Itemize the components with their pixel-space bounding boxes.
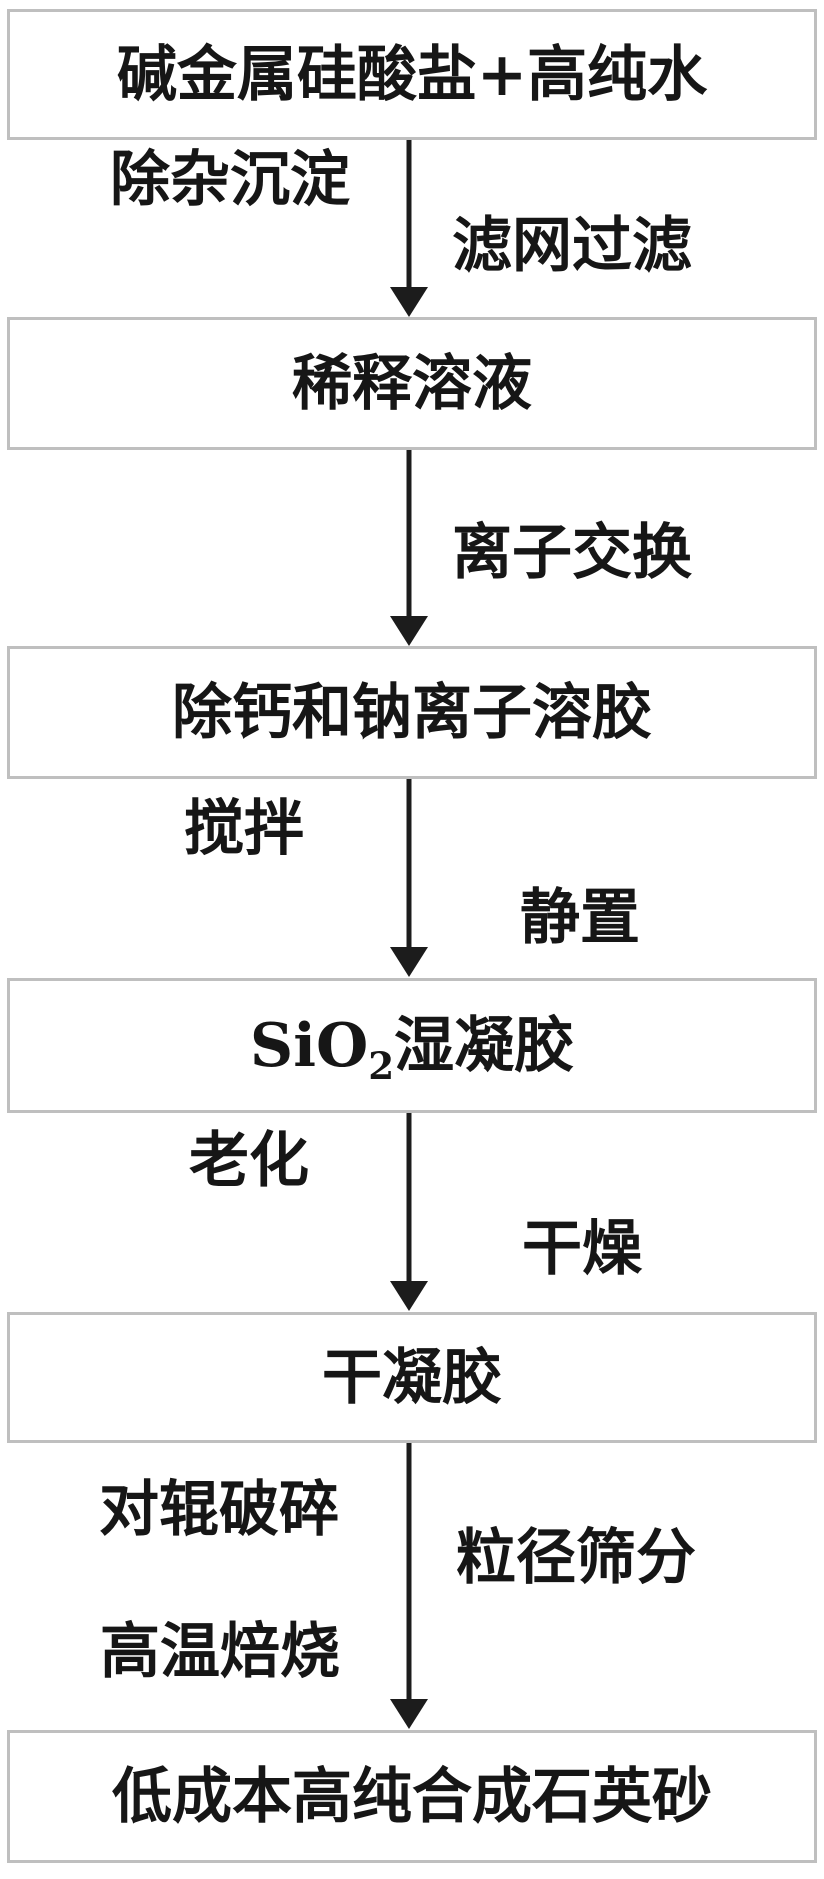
arrow-shaft	[406, 140, 412, 291]
down-arrow-icon	[390, 1113, 428, 1311]
arrowhead-icon	[390, 1281, 428, 1311]
step-label-stirring: 搅拌	[184, 794, 304, 864]
arrowhead-icon	[390, 287, 428, 317]
step-label-standing: 静置	[520, 883, 640, 953]
subscript: 2	[368, 1043, 395, 1088]
step-label-impurity-removal-precipitation: 除杂沉淀	[110, 145, 350, 215]
flow-box-label: SiO2湿凝胶	[249, 1010, 575, 1088]
flow-box-label: 除钙和钠离子溶胶	[172, 677, 652, 748]
arrow-shaft	[406, 450, 412, 620]
flow-box-decalcified-sol: 除钙和钠离子溶胶	[7, 646, 817, 779]
step-label-particle-size-sieving: 粒径筛分	[456, 1523, 696, 1593]
flow-box-label: 低成本高纯合成石英砂	[112, 1761, 712, 1832]
arrowhead-icon	[390, 947, 428, 977]
flow-box-synthetic-quartz-sand: 低成本高纯合成石英砂	[7, 1730, 817, 1863]
flow-box-label: 干凝胶	[322, 1342, 502, 1413]
flow-box-alkali-metal-silicate: 碱金属硅酸盐+高纯水	[7, 9, 817, 140]
flow-box-label: 稀释溶液	[292, 348, 532, 419]
step-label-drying: 干燥	[522, 1214, 642, 1284]
flow-box-sio2-wet-gel: SiO2湿凝胶	[7, 978, 817, 1113]
arrow-shaft	[406, 779, 412, 951]
arrow-shaft	[406, 1443, 412, 1703]
step-label-ion-exchange: 离子交换	[452, 518, 692, 588]
arrowhead-icon	[390, 616, 428, 646]
step-label-high-temp-calcination: 高温焙烧	[100, 1617, 340, 1687]
flow-box-diluted-solution: 稀释溶液	[7, 317, 817, 450]
down-arrow-icon	[390, 1443, 428, 1729]
step-label-aging: 老化	[189, 1126, 309, 1196]
down-arrow-icon	[390, 779, 428, 977]
down-arrow-icon	[390, 450, 428, 646]
down-arrow-icon	[390, 140, 428, 317]
flow-box-label: 碱金属硅酸盐+高纯水	[116, 39, 708, 110]
flow-box-dry-gel: 干凝胶	[7, 1312, 817, 1443]
step-label-mesh-filtration: 滤网过滤	[452, 211, 692, 281]
arrowhead-icon	[390, 1699, 428, 1729]
arrow-shaft	[406, 1113, 412, 1285]
step-label-roller-crushing: 对辊破碎	[99, 1475, 339, 1545]
